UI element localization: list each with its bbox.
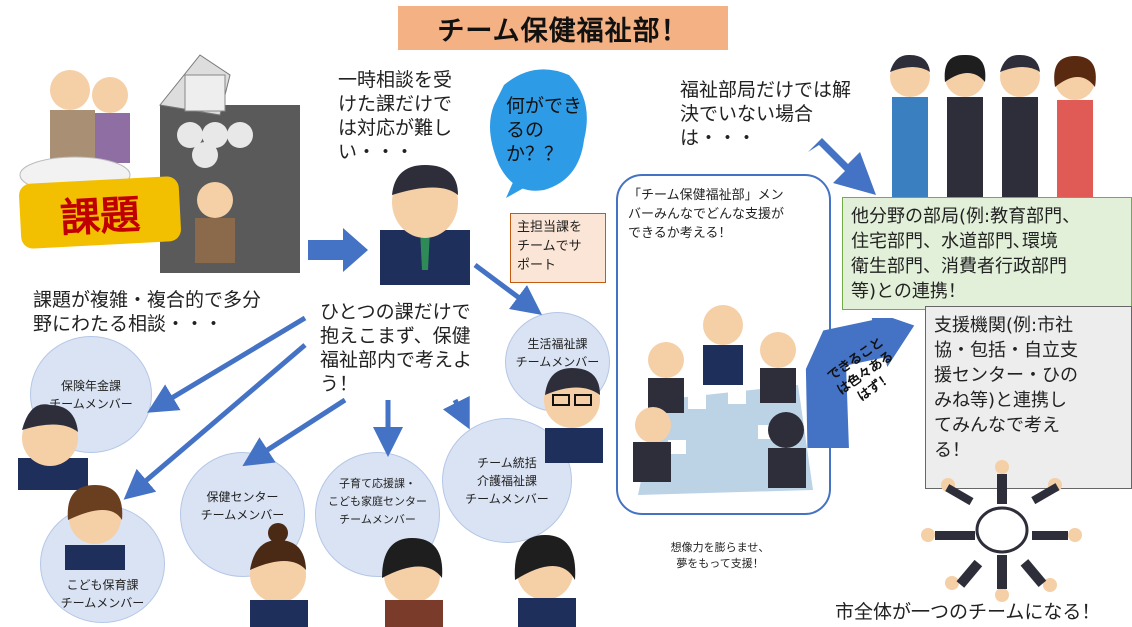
one-dept-text: ひとつの課だけで 抱えこまず、保健 福祉部内で考えよ う！ [320,301,473,395]
consult-text: 一時相談を受 けた課だけで は対応が難し い・・・ [338,69,453,163]
arrow-to-departments [808,138,876,195]
cloud-text: 何ができ るの か？？ [506,95,583,165]
imagine-text: 想像力を膨らませ、 夢をもって支援！ [670,541,770,570]
bottom-text: 市全体が一つのチームになる！ [835,601,1101,623]
circle-of-people-illustration [921,460,1082,602]
other-departments-box: 他分野の部局(例:教育部門、 住宅部門、水道部門､環境 衛生部門、消費者行政部門… [842,197,1132,310]
page-title: チーム保健福祉部！ [398,6,728,50]
worried-staff-illustration [380,165,470,285]
team-care: チーム統括 介護福祉課 チームメンバー [442,418,572,543]
possibilities-arrow [805,318,915,448]
department-staff-illustration [890,54,1096,197]
team-child-support: 子育て応援課・ こども家庭センター チームメンバー [315,452,440,577]
meeting-illustration [633,305,813,495]
welfare-only-text: 福祉部局だけでは解 決でいない場合 は・・・ [680,79,852,149]
cloud-shape [490,69,587,198]
arrow-to-staff [308,228,368,272]
problem-text: 課題が複雑・複合的で多分 野にわたる相談・・・ [33,289,262,335]
support-box: 主担当課を チームでサ ポート [510,213,606,283]
